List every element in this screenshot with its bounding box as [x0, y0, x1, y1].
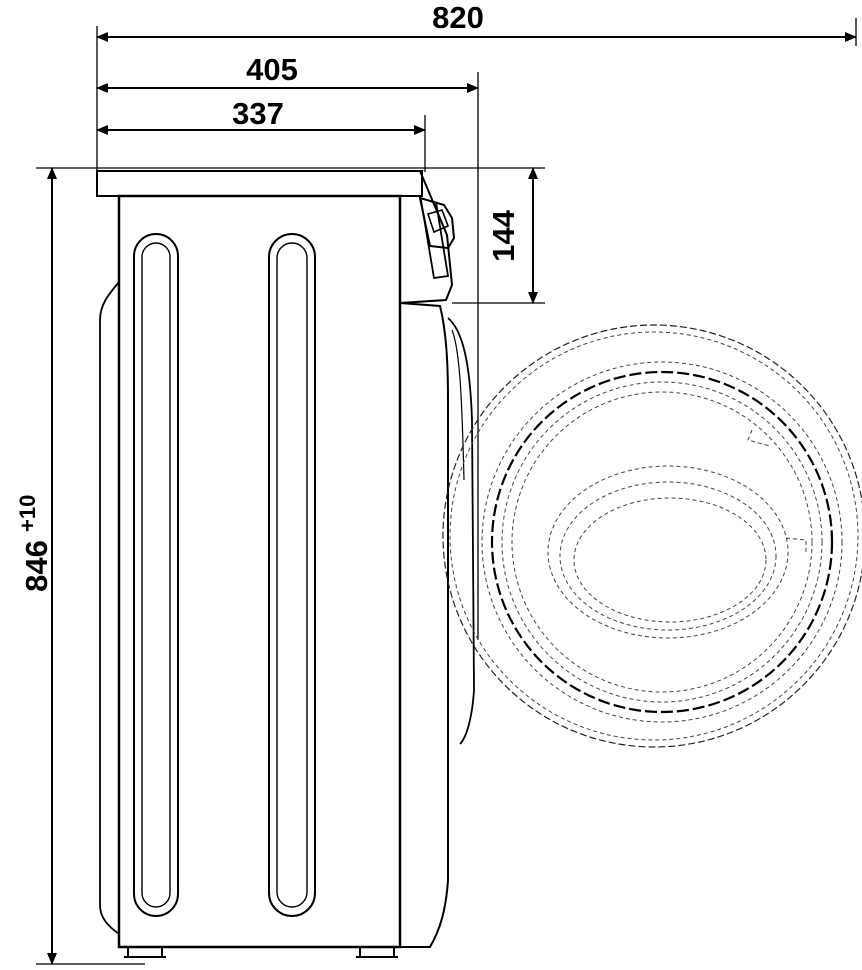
machine-side-view	[96, 170, 475, 958]
label-820: 820	[432, 0, 484, 35]
side-rib-left-outer	[133, 233, 179, 917]
label-144: 144	[486, 209, 521, 261]
foot-rear	[127, 946, 163, 958]
dimension-labels: 820 405 337 144 846 +10	[15, 0, 521, 592]
control-knob	[418, 196, 456, 250]
control-panel	[399, 170, 454, 304]
label-846-tolerance: +10	[15, 495, 40, 532]
door-bulge	[447, 317, 475, 745]
side-rib-left-inner	[141, 242, 171, 908]
side-rib-right-outer	[268, 233, 316, 917]
cabinet-side	[117, 194, 402, 949]
label-405: 405	[246, 52, 298, 87]
open-door-outline	[442, 324, 862, 748]
extension-lines	[36, 18, 857, 965]
front-panel	[399, 302, 449, 948]
side-rib-right-inner	[276, 242, 308, 908]
label-846: 846	[19, 540, 54, 592]
top-panel	[96, 170, 423, 197]
display-window	[420, 199, 450, 280]
rear-panel	[99, 281, 120, 935]
foot-front	[359, 946, 395, 958]
label-337: 337	[232, 96, 284, 131]
dimension-lines	[47, 32, 857, 965]
